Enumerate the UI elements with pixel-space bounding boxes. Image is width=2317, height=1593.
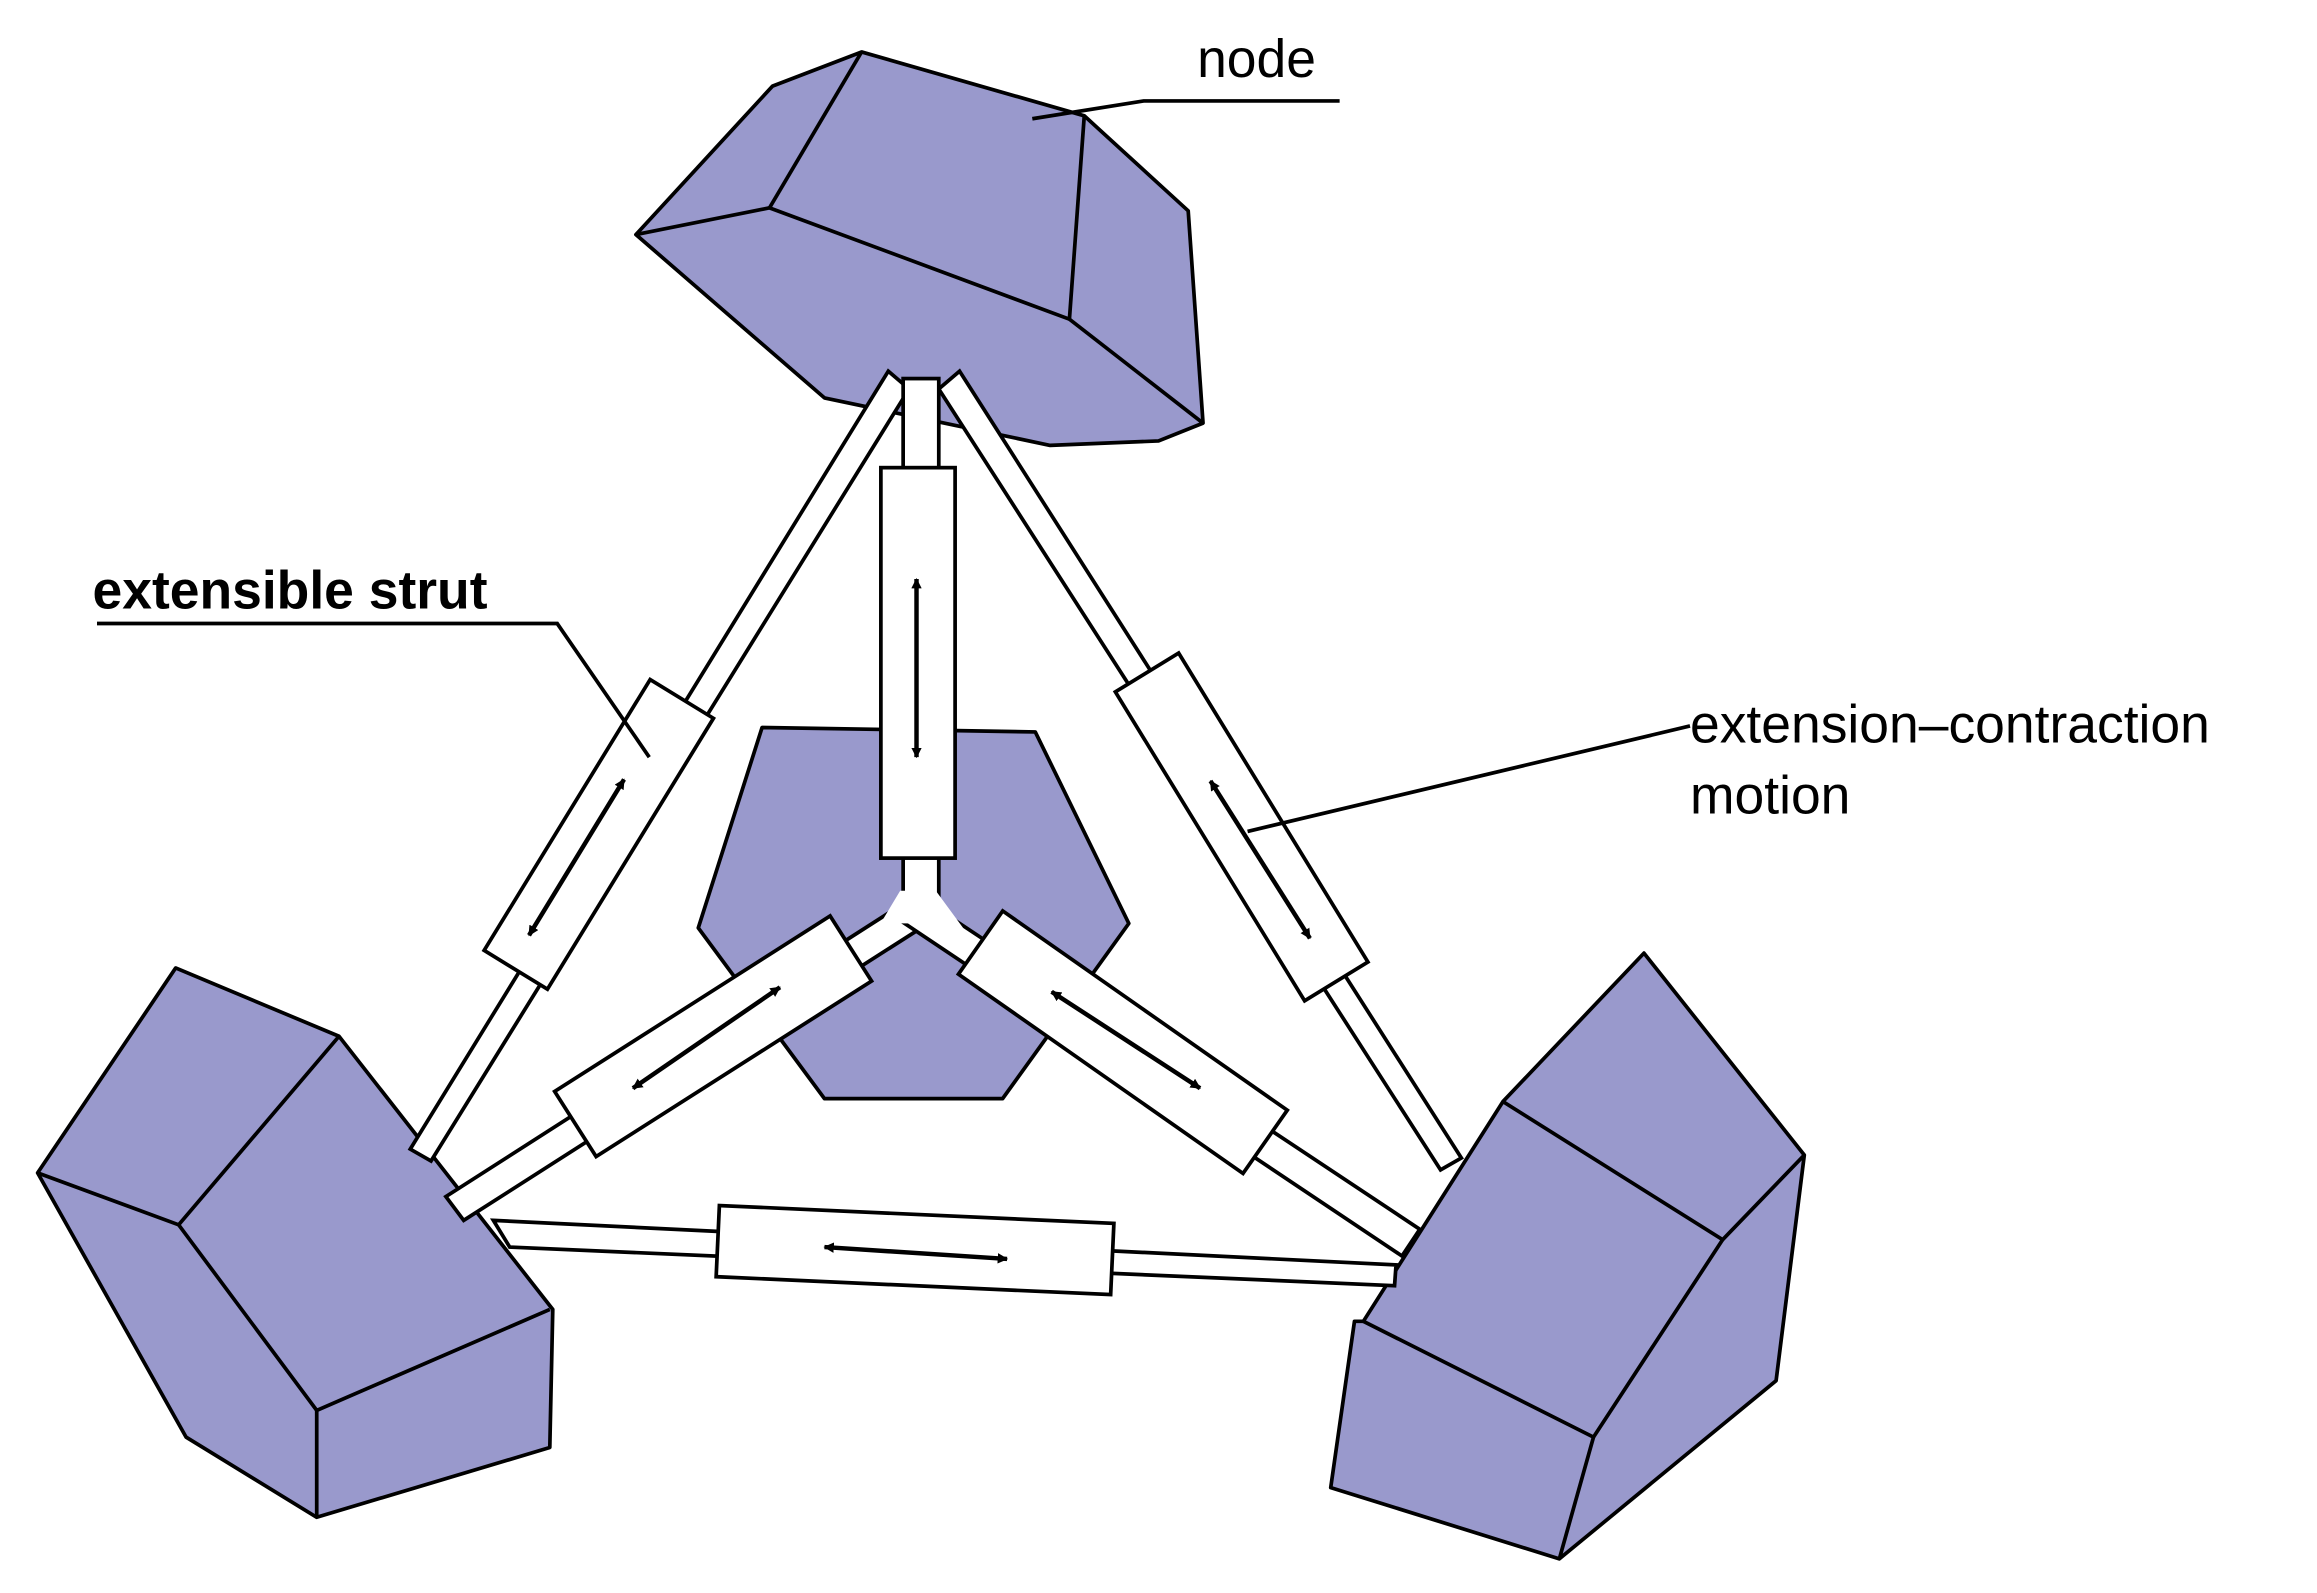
motion-label-line2: motion <box>1690 767 1850 826</box>
strut-vertical <box>879 376 957 915</box>
bottom-left-node <box>35 966 555 1520</box>
motion-leader-line <box>1247 724 1691 834</box>
strut-bottom <box>489 1203 1399 1297</box>
node-label: node <box>1197 30 1316 89</box>
central-junction <box>873 890 969 936</box>
strut-center-left <box>443 903 937 1223</box>
strut-top-right <box>936 368 1464 1173</box>
extensible-strut-label: extensible strut <box>93 562 488 621</box>
bottom-right-node <box>1328 951 1807 1561</box>
motion-label-line1: extension–contraction <box>1690 695 2210 754</box>
node-leader-line <box>1032 99 1340 121</box>
strut-center-right <box>896 903 1423 1259</box>
strut-leader-line <box>96 621 651 759</box>
